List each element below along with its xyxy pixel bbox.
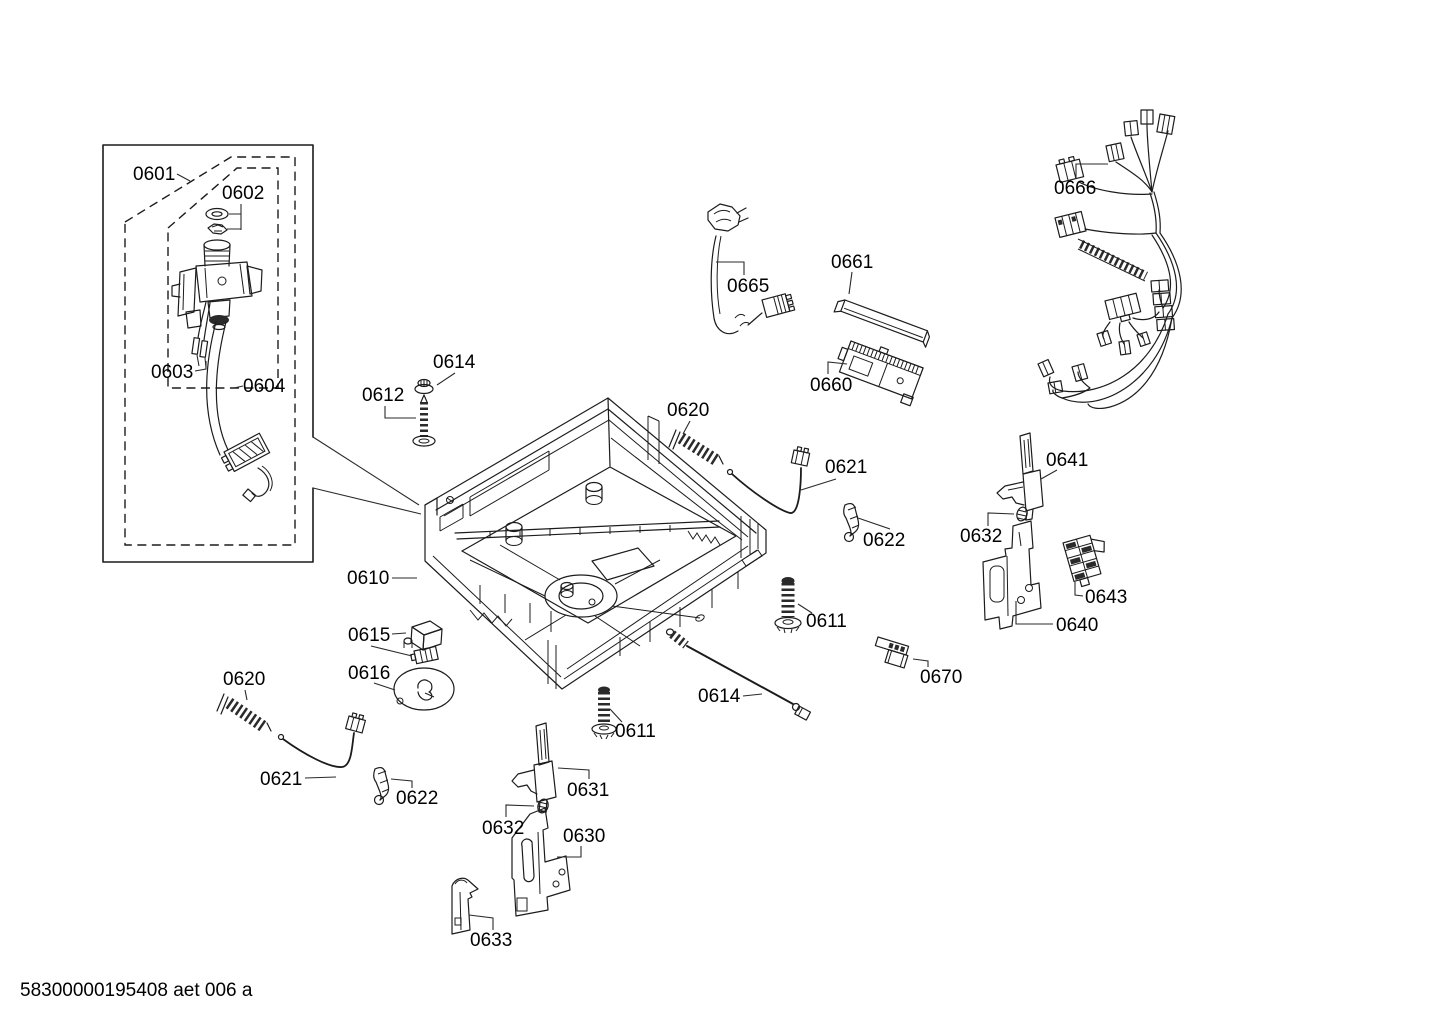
- part-0666-wiring-harness: [1037, 109, 1182, 410]
- part-label-0603: 0603: [151, 362, 193, 383]
- part-label-0604: 0604: [243, 376, 286, 397]
- part-label-0632-bottom: 0632: [482, 818, 524, 839]
- part-label-0633: 0633: [470, 930, 512, 951]
- part-0660-control-module: [837, 340, 924, 407]
- part-0643-terminal-block: [1062, 534, 1105, 588]
- part-0616-cover-disc: [393, 667, 455, 711]
- callout-labels: 0601 0602 0603 0604 0610 0612 0614 0615 …: [133, 164, 1127, 951]
- part-0631-bracket: [511, 722, 557, 813]
- part-0604-hose-connector: [206, 321, 273, 503]
- part-label-0602: 0602: [222, 183, 264, 204]
- part-label-0620-bottom: 0620: [223, 669, 265, 690]
- part-0633-bracket: [451, 877, 479, 935]
- part-label-0620-top: 0620: [667, 400, 709, 421]
- part-label-0622-bottom: 0622: [396, 788, 438, 809]
- part-0621-cable-bottom: [277, 712, 367, 768]
- part-label-0601: 0601: [133, 164, 175, 185]
- part-label-0660: 0660: [810, 375, 852, 396]
- part-label-0630: 0630: [563, 826, 605, 847]
- part-label-0666: 0666: [1054, 178, 1096, 199]
- part-0630-bracket: [511, 807, 571, 917]
- part-0661-cover-strip: [833, 299, 931, 348]
- part-0670-clip: [874, 636, 910, 669]
- part-label-0622-top: 0622: [863, 530, 905, 551]
- part-0615-switch: [403, 620, 443, 665]
- part-0611-foot-right: [774, 577, 802, 634]
- part-0611-foot-bottom: [591, 686, 617, 740]
- part-label-0621-top: 0621: [825, 457, 867, 478]
- part-label-0641: 0641: [1046, 450, 1088, 471]
- leader-lines: [176, 163, 1108, 930]
- part-label-0631: 0631: [567, 780, 609, 801]
- part-label-0661: 0661: [831, 252, 873, 273]
- part-label-0610: 0610: [347, 568, 389, 589]
- part-label-0640: 0640: [1056, 615, 1098, 636]
- part-label-0621-bottom: 0621: [260, 769, 302, 790]
- part-0632-clip-right: [1016, 506, 1028, 522]
- part-0601-inlet-valve: [171, 207, 273, 503]
- part-label-0612: 0612: [362, 385, 404, 406]
- part-label-0632-right: 0632: [960, 526, 1002, 547]
- part-0622-latch-top: [843, 502, 860, 543]
- part-0622-latch-bottom: [373, 766, 390, 806]
- part-0612-leveling-screw: [412, 394, 436, 447]
- part-0620-spring-bottom: [216, 693, 272, 732]
- part-0614-nut-top: [414, 378, 434, 395]
- part-label-0616: 0616: [348, 663, 390, 684]
- inset-box: [102, 144, 422, 563]
- part-0614-rod: [665, 628, 812, 721]
- part-0641-bracket-upper: [996, 432, 1044, 521]
- part-0620-spring-top: [668, 429, 724, 466]
- part-0640-bracket-lower: [982, 520, 1042, 630]
- part-label-0614-top: 0614: [433, 352, 476, 373]
- part-label-0611-right: 0611: [806, 611, 847, 632]
- part-0665-power-cord: [707, 203, 796, 335]
- part-label-0643: 0643: [1085, 587, 1127, 608]
- part-label-0611-bottom: 0611: [615, 721, 656, 742]
- part-0610-base-frame: [424, 397, 767, 690]
- part-0603-terminals: [191, 337, 209, 369]
- document-code: 58300000195408 aet 006 a: [20, 980, 253, 1001]
- part-label-0665: 0665: [727, 276, 769, 297]
- part-label-0670: 0670: [920, 667, 962, 688]
- part-0621-cable-top: [726, 446, 811, 514]
- part-label-0615: 0615: [348, 625, 390, 646]
- part-label-0614-rod: 0614: [698, 686, 741, 707]
